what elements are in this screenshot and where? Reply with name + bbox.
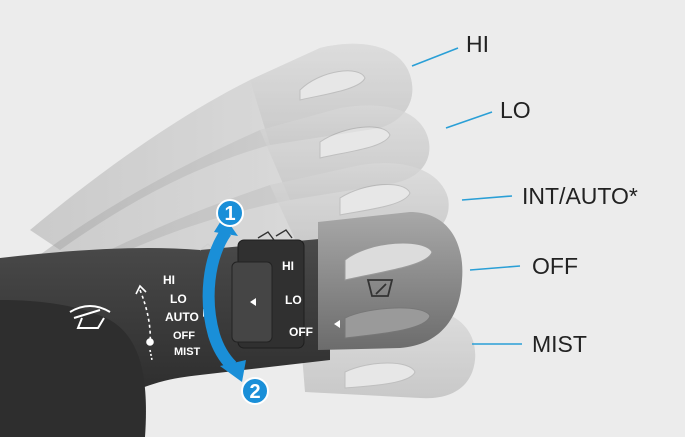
stalk-label-right: LO [285,293,302,307]
stalk-label-right: HI [282,259,294,273]
callout-label: MIST [532,331,587,357]
badge-2: 2 [241,377,269,405]
callout-line [445,111,493,129]
main-lever [0,212,463,437]
callouts: HI LO INT/AUTO* OFF MIST [411,31,638,357]
selector-pointer-icon [250,298,256,306]
stalk-label-left: MIST [174,346,201,358]
wiper-intermittent-icon [257,229,293,241]
badge-1-number: 1 [224,203,235,225]
badge-1: 1 [216,199,244,227]
callout-label: INT/AUTO* [522,183,638,209]
callout-label: OFF [532,253,578,279]
callout-line [461,195,513,201]
callout-label: LO [500,97,531,123]
rotation-hint [135,284,154,361]
stalk-label-left: LO [170,292,187,306]
windshield-wiper-icon [69,305,111,329]
stalk-labels-left: HI LO AUTO OFF MIST [163,273,201,358]
stalk-label-right: OFF [289,325,313,339]
stalk-labels-right: HI LO OFF [282,259,313,339]
stalk-label-left: HI [163,273,175,287]
callout-line [469,265,521,271]
badge-2-number: 2 [249,381,260,403]
callout-label: HI [466,31,489,57]
stalk-label-left: AUTO [165,310,199,324]
windshield-wiper-icon [366,279,394,297]
off-pointer-icon [334,320,340,328]
stalk-label-left: OFF [173,330,195,342]
callout-line [411,47,459,67]
